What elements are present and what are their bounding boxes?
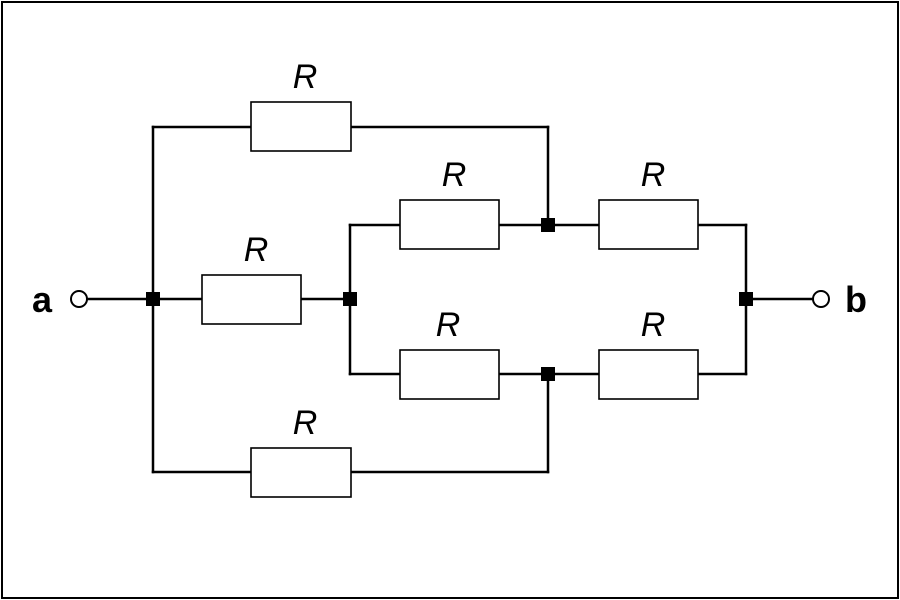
resistor-lower-inner-left <box>399 349 500 400</box>
resistor-labels: R R R R R R R <box>244 58 666 442</box>
resistor-label-bottom: R <box>293 404 318 442</box>
node-right <box>739 292 753 306</box>
resistor-middle-left <box>201 274 302 325</box>
resistor-label-lower-inner-right: R <box>641 306 666 344</box>
resistors <box>201 101 699 498</box>
terminal-b <box>812 290 830 308</box>
node-upper <box>541 218 555 232</box>
resistor-label-lower-inner-left: R <box>436 306 461 344</box>
resistor-upper-inner-right <box>598 199 699 250</box>
junction-nodes <box>146 218 753 381</box>
resistor-label-upper-inner-left: R <box>442 156 467 194</box>
resistor-lower-inner-right <box>598 349 699 400</box>
resistor-top <box>250 101 352 152</box>
resistor-label-middle-left: R <box>244 231 269 269</box>
node-lower <box>541 367 555 381</box>
resistor-label-upper-inner-right: R <box>641 156 666 194</box>
terminals: a b <box>32 279 867 320</box>
terminal-a <box>70 290 88 308</box>
terminal-label-b: b <box>845 279 867 320</box>
node-center <box>343 292 357 306</box>
resistor-label-top: R <box>293 58 318 96</box>
node-left <box>146 292 160 306</box>
resistor-bottom <box>250 447 352 498</box>
resistor-upper-inner-left <box>399 199 500 250</box>
terminal-label-a: a <box>32 279 53 320</box>
